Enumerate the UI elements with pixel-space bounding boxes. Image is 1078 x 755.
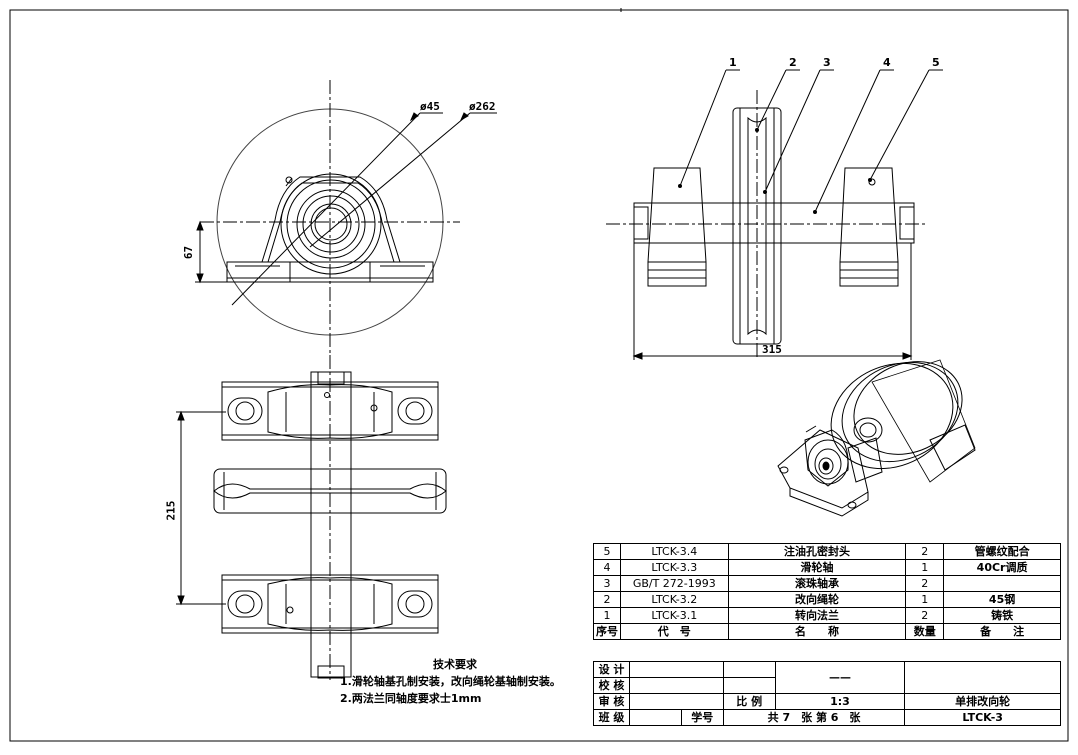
check-label: 校 核 bbox=[593, 677, 630, 694]
title-dash: —— bbox=[774, 661, 906, 694]
bom-header-cell: 备 注 bbox=[943, 623, 1061, 640]
balloon-5: 5 bbox=[932, 56, 940, 69]
review-value bbox=[628, 693, 724, 710]
bom-cell: 改向绳轮 bbox=[727, 591, 907, 608]
design-value bbox=[628, 661, 724, 678]
dim-67: 67 bbox=[182, 245, 196, 260]
bom-cell: LTCK-3.3 bbox=[620, 559, 729, 576]
check-value bbox=[628, 677, 724, 694]
bom-cell bbox=[943, 575, 1061, 592]
dim-d262: ø262 bbox=[469, 100, 496, 113]
bom-cell: 1 bbox=[593, 607, 621, 624]
title-blank bbox=[904, 661, 1061, 694]
bom-cell: 2 bbox=[905, 543, 945, 560]
bom-cell: 4 bbox=[593, 559, 621, 576]
bom-cell: 40Cr调质 bbox=[943, 559, 1061, 576]
bom-header-cell: 序号 bbox=[593, 623, 621, 640]
dim-315: 315 bbox=[762, 343, 782, 356]
bom-cell: 滚珠轴承 bbox=[727, 575, 907, 592]
front-view bbox=[195, 80, 497, 355]
bom-header-cell: 数量 bbox=[905, 623, 945, 640]
drawing-frame bbox=[9, 9, 1069, 742]
bom-cell: 2 bbox=[905, 575, 945, 592]
title-row: 校 核 bbox=[593, 677, 1061, 694]
balloon-1: 1 bbox=[729, 56, 737, 69]
title-row: 设 计 —— bbox=[593, 661, 1061, 694]
scale-value: 1:3 bbox=[774, 693, 906, 710]
bom-cell: LTCK-3.1 bbox=[620, 607, 729, 624]
blank-cell bbox=[722, 677, 776, 694]
balloon-4: 4 bbox=[883, 56, 891, 69]
design-label: 设 计 bbox=[593, 661, 630, 678]
bom-cell: 3 bbox=[593, 575, 621, 592]
bom-cell: 1 bbox=[905, 591, 945, 608]
bom-cell: 2 bbox=[905, 607, 945, 624]
dim-d45: ø45 bbox=[420, 100, 440, 113]
blank-cell bbox=[722, 661, 776, 678]
dim-215: 215 bbox=[164, 500, 178, 521]
bom-header: 序号代 号名 称数量备 注 bbox=[593, 623, 1061, 640]
bom-cell: 2 bbox=[593, 591, 621, 608]
bom-cell: 铸铁 bbox=[943, 607, 1061, 624]
note-item: 2.两法兰同轴度要求士1mm bbox=[340, 692, 482, 705]
bom-cell: GB/T 272-1993 bbox=[620, 575, 729, 592]
balloon-3: 3 bbox=[823, 56, 831, 69]
bom-cell: 1 bbox=[905, 559, 945, 576]
review-label: 审 核 bbox=[593, 693, 630, 710]
bom-cell: 滑轮轴 bbox=[727, 559, 907, 576]
isometric-view bbox=[777, 359, 976, 517]
class-value bbox=[628, 709, 682, 726]
note-item: 1.滑轮轴基孔制安装，改向绳轮基轴制安装。 bbox=[340, 675, 561, 688]
bom-cell: 45钢 bbox=[943, 591, 1061, 608]
bom-header-cell: 名 称 bbox=[727, 623, 907, 640]
notes-title: 技术要求 bbox=[433, 658, 477, 671]
drawing-name: 单排改向轮 bbox=[904, 693, 1061, 710]
top-view bbox=[176, 355, 447, 680]
scale-label: 比 例 bbox=[722, 693, 776, 710]
balloon-2: 2 bbox=[789, 56, 797, 69]
bom-cell: 注油孔密封头 bbox=[727, 543, 907, 560]
bom-cell: 转向法兰 bbox=[727, 607, 907, 624]
bom-cell: LTCK-3.2 bbox=[620, 591, 729, 608]
bom-cell: LTCK-3.4 bbox=[620, 543, 729, 560]
bom-cell: 5 bbox=[593, 543, 621, 560]
class-label: 班 级 bbox=[593, 709, 630, 726]
side-view bbox=[606, 69, 943, 360]
bom-cell: 管螺纹配合 bbox=[943, 543, 1061, 560]
bom-header-cell: 代 号 bbox=[620, 623, 729, 640]
student-no-label: 学号 bbox=[680, 709, 724, 726]
sheet-count: 共 7 张 第 6 张 bbox=[722, 709, 906, 726]
drawing-number: LTCK-3 bbox=[904, 709, 1061, 726]
technical-requirements: 技术要求 1.滑轮轴基孔制安装，改向绳轮基轴制安装。 2.两法兰同轴度要求士1m… bbox=[340, 656, 580, 707]
